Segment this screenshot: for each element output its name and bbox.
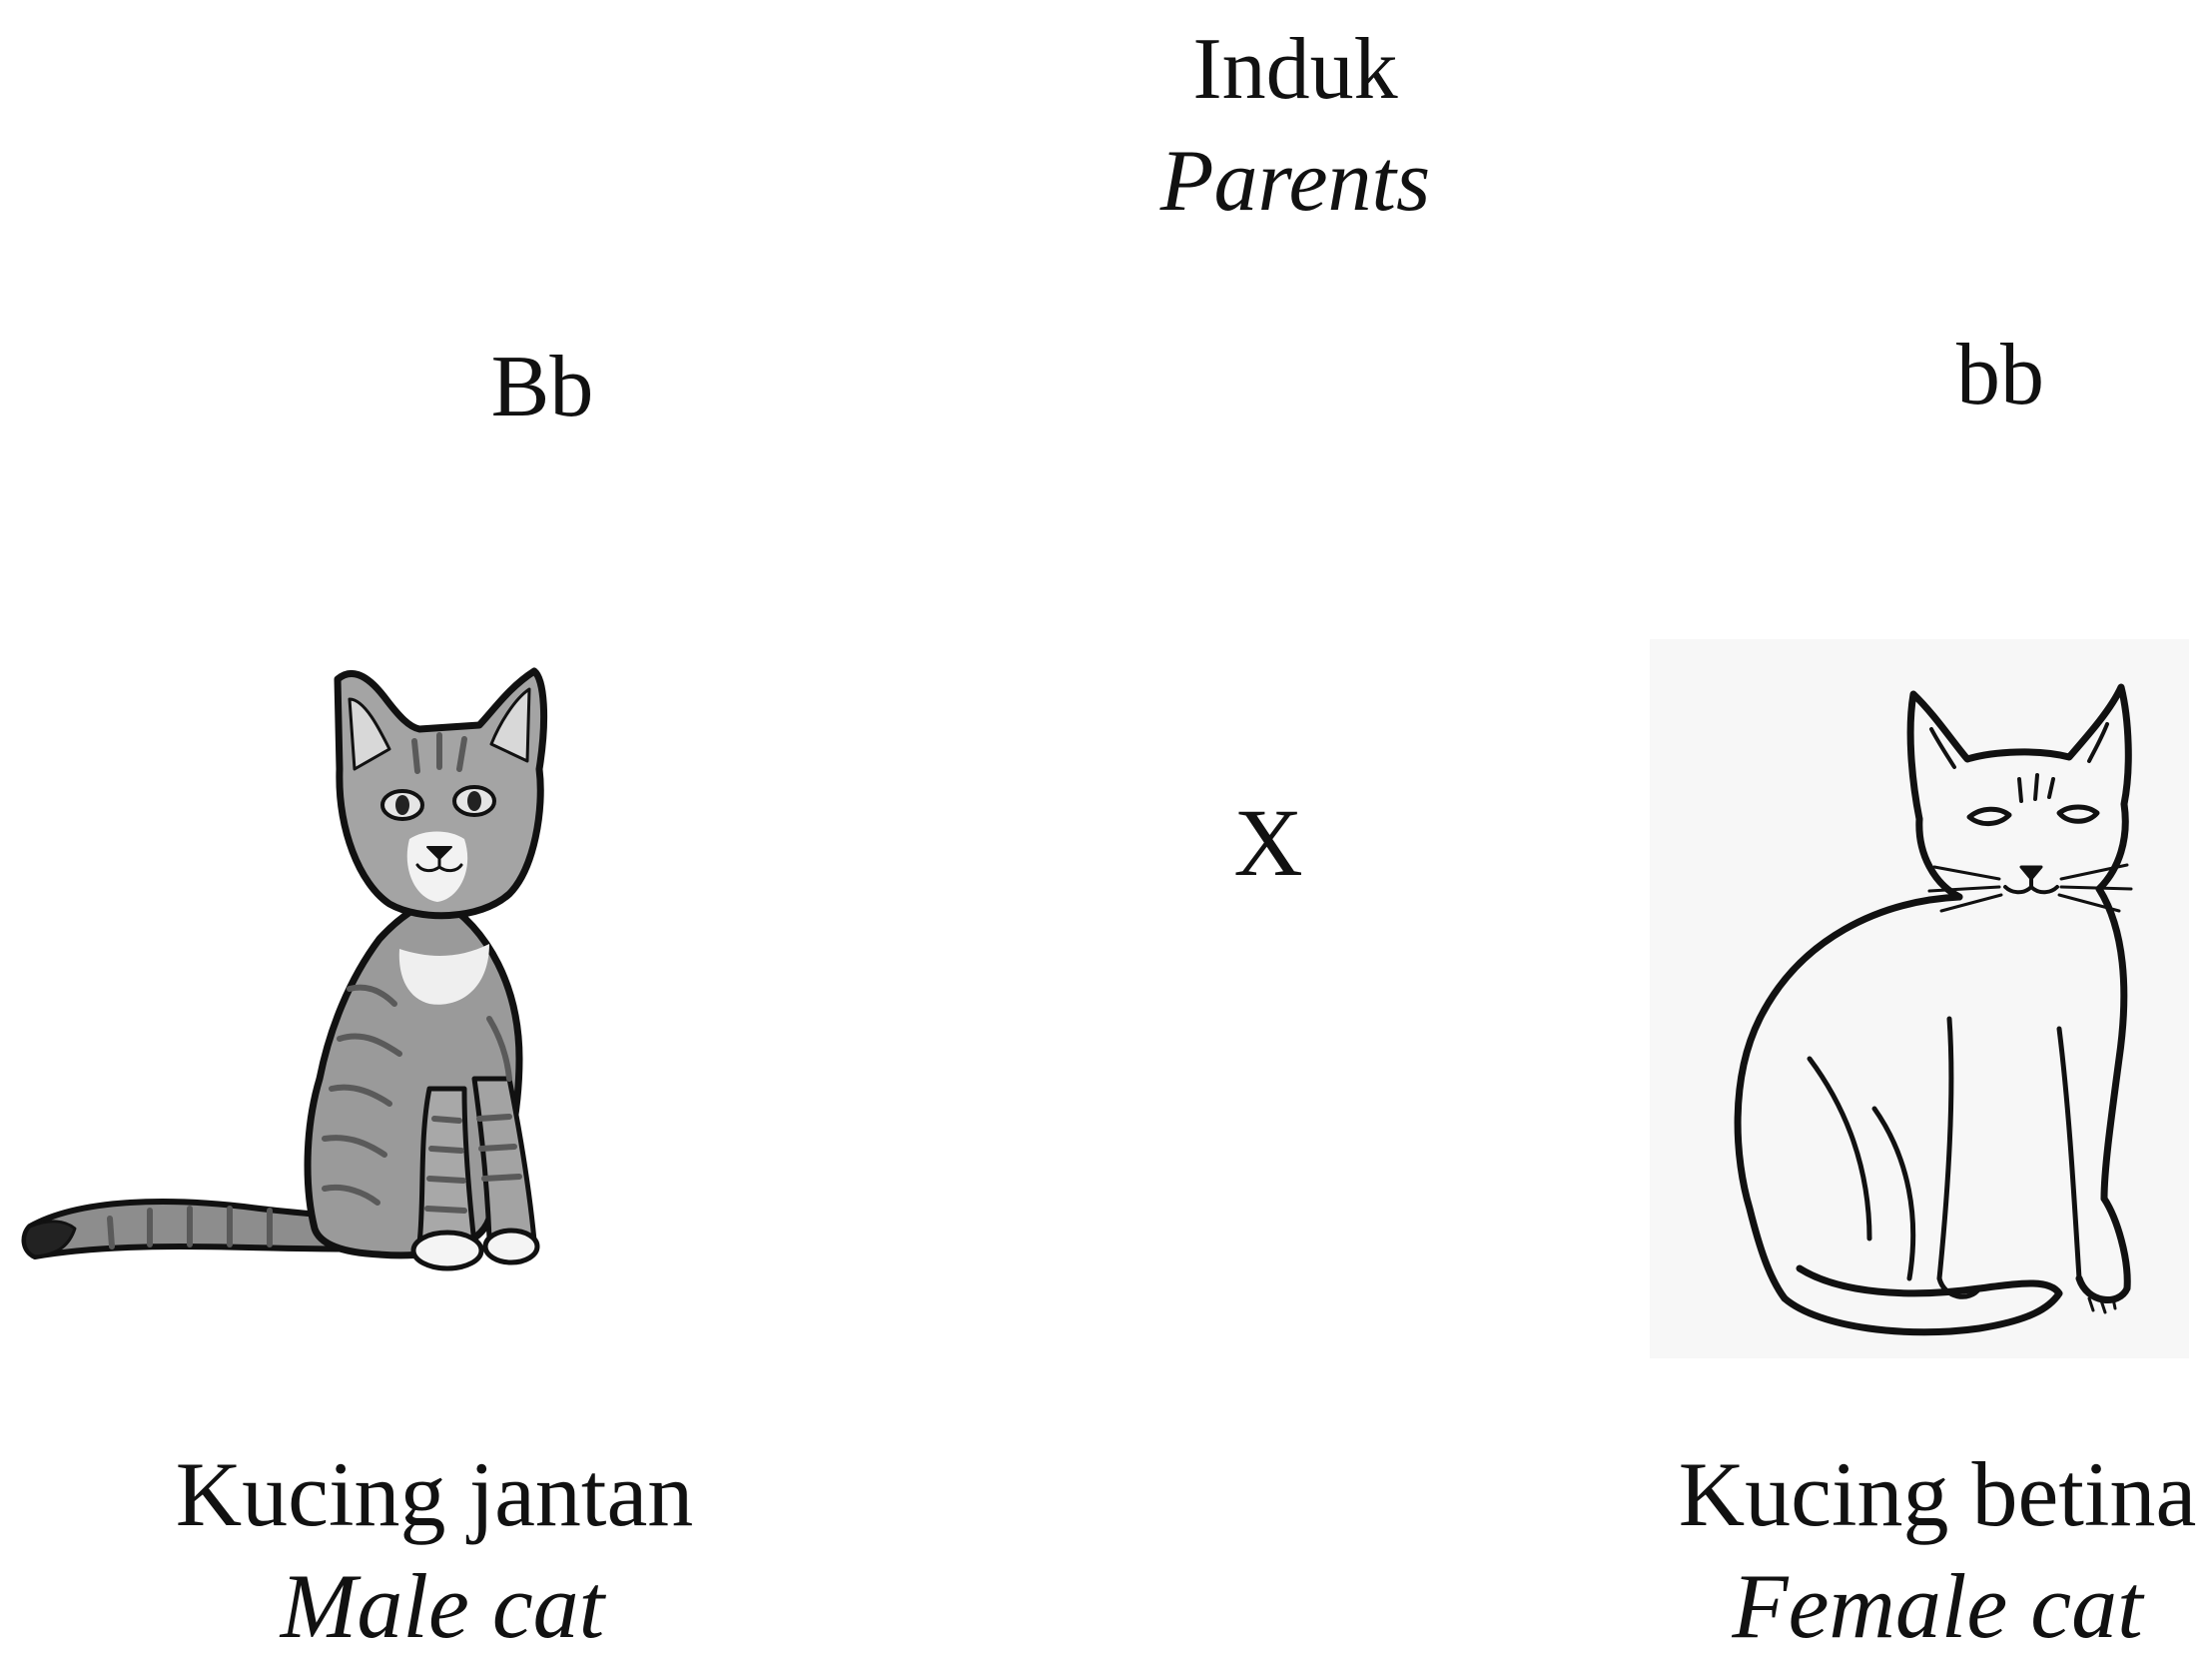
diagram-title: Induk: [1192, 21, 1398, 118]
female-cat-label-english: Female cat: [1732, 1555, 2143, 1657]
female-genotype: bb: [1956, 327, 2044, 423]
male-cat-label-english: Male cat: [280, 1555, 605, 1657]
male-cat-icon: [21, 667, 548, 1271]
male-genotype: Bb: [490, 339, 594, 435]
female-cat-label: Kucing betina: [1678, 1443, 2197, 1545]
male-cat-label: Kucing jantan: [175, 1443, 694, 1545]
female-cat-icon: [1734, 683, 2133, 1336]
diagram-subtitle: Parents: [1159, 133, 1431, 230]
cross-symbol: X: [1233, 789, 1303, 896]
female-cat-background: [1650, 639, 2189, 1358]
